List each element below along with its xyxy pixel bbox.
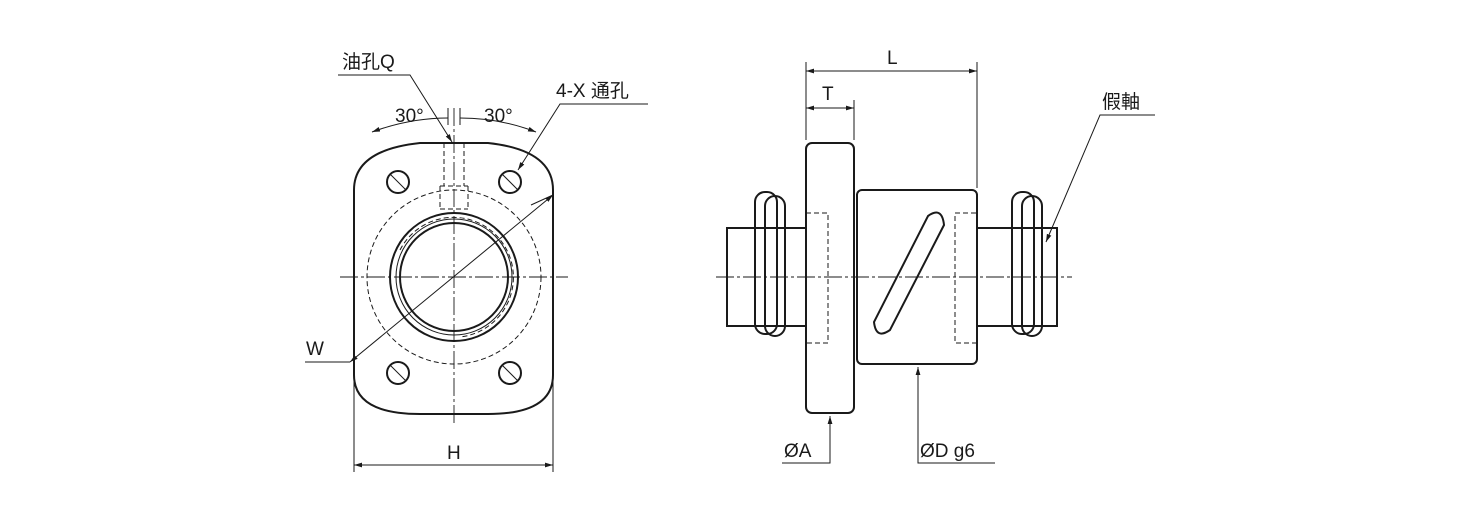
flange-side: [805, 142, 855, 414]
flange-outline: [353, 142, 554, 415]
width-dimension-line: [349, 194, 554, 363]
angle-left-label: 30°: [395, 106, 424, 127]
mounting-hole: [386, 170, 410, 194]
height-label: H: [447, 443, 461, 464]
flange-diameter-leader: [782, 416, 833, 464]
mounting-holes: [386, 170, 522, 385]
through-hole-leader: [517, 103, 648, 171]
flange-hidden: [805, 212, 829, 344]
retaining-wire-left: [754, 191, 786, 337]
dummy-shaft-label: 假軸: [1102, 91, 1140, 113]
angle-arc-left: [371, 117, 449, 133]
width-label: W: [306, 339, 324, 360]
body-diameter-label: ØD g6: [920, 441, 975, 462]
oil-hole-label: 油孔Q: [342, 51, 395, 73]
angle-arc-right: [459, 117, 537, 133]
thickness-label: T: [822, 84, 834, 105]
front-view: 30° 30° 油孔Q 4-X 通孔 W H: [305, 51, 648, 472]
recirculation-slot: [872, 211, 946, 335]
angle-right-label: 30°: [484, 106, 513, 127]
through-hole-label: 4-X 通孔: [556, 80, 629, 102]
body-diameter-leader: [915, 367, 995, 464]
length-label: L: [887, 48, 898, 69]
mounting-hole: [498, 170, 522, 194]
mounting-hole: [498, 361, 522, 385]
body-hidden: [954, 212, 978, 344]
dummy-shaft-leader: [1045, 114, 1155, 243]
oil-hole-leader: [338, 74, 453, 143]
mounting-hole: [386, 361, 410, 385]
retaining-wire-right: [1011, 191, 1043, 337]
side-view: L T 假軸 ØA ØD g6: [716, 48, 1155, 464]
flange-diameter-label: ØA: [784, 441, 812, 462]
